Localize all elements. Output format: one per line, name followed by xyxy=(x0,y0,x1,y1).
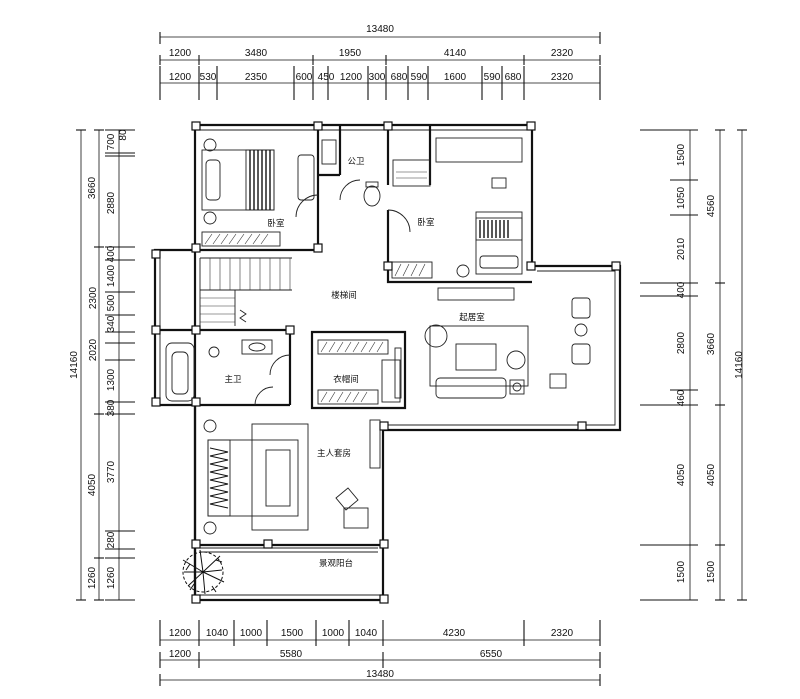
right-dim2-1500b: 1500 xyxy=(676,560,687,583)
living-room: 起居室 xyxy=(394,287,591,399)
master-bath: 主卫 xyxy=(165,339,291,406)
top-dim2-600: 600 xyxy=(296,72,313,83)
left-dim-700: 700 xyxy=(106,133,117,150)
top-dim2-680b: 680 xyxy=(505,72,522,83)
bottom-dim-2320: 2320 xyxy=(551,628,574,639)
top-dim-2320: 2320 xyxy=(551,48,574,59)
left-dim-1300: 1300 xyxy=(106,368,117,391)
columns xyxy=(151,121,621,604)
right-dim-4560: 4560 xyxy=(706,194,717,217)
master-suite: 主人套房 xyxy=(203,419,381,535)
closet: 衣帽间 xyxy=(317,339,401,405)
left-dim-400: 400 xyxy=(106,245,117,262)
bottom-dim-1500: 1500 xyxy=(281,628,304,639)
left-dim-380: 380 xyxy=(106,399,117,416)
right-dim2-2010: 2010 xyxy=(676,237,687,260)
closet-label: 衣帽间 xyxy=(333,374,359,384)
right-dim2-2800: 2800 xyxy=(676,331,687,354)
living-room-label: 起居室 xyxy=(459,312,485,322)
top-dimensions: 13480 1200 3480 1950 4140 2320 1200 530 … xyxy=(159,24,601,100)
stair-hall-label: 楼梯间 xyxy=(331,290,357,300)
top-dim2-530: 530 xyxy=(200,72,217,83)
top-dim-3480: 3480 xyxy=(245,48,268,59)
top-dim-4140: 4140 xyxy=(444,48,467,59)
left-dim-80: 80 xyxy=(118,129,129,141)
balcony-label: 景观阳台 xyxy=(319,558,353,568)
left-dim-1400: 1400 xyxy=(106,264,117,287)
top-dim2-590: 590 xyxy=(411,72,428,83)
top-dim2-680: 680 xyxy=(391,72,408,83)
master-bath-label: 主卫 xyxy=(224,374,242,384)
stair-hall: 楼梯间 xyxy=(199,257,357,326)
right-dim-4050: 4050 xyxy=(706,463,717,486)
bottom-dim-1040b: 1040 xyxy=(355,628,378,639)
bedroom-2: 卧室 xyxy=(387,137,523,279)
left-dim-500: 500 xyxy=(106,294,117,311)
bottom-dim2-1200: 1200 xyxy=(169,649,192,660)
bottom-dim-1000b: 1000 xyxy=(322,628,345,639)
left-dim-3660: 3660 xyxy=(87,176,98,199)
bottom-dimensions: 1200 1040 1000 1500 1000 1040 4230 2320 … xyxy=(159,620,601,686)
bottom-dim-1040: 1040 xyxy=(206,628,229,639)
right-dim2-460: 460 xyxy=(676,389,687,406)
bottom-dim-4230: 4230 xyxy=(443,628,466,639)
bottom-dim2-6550: 6550 xyxy=(480,649,503,660)
right-dim2-1050: 1050 xyxy=(676,186,687,209)
top-dim2-1600: 1600 xyxy=(444,72,467,83)
bottom-dim-1200: 1200 xyxy=(169,628,192,639)
top-dim2-300: 300 xyxy=(369,72,386,83)
top-dim-1200: 1200 xyxy=(169,48,192,59)
bedroom-1-label: 卧室 xyxy=(267,218,285,228)
right-dim-3660: 3660 xyxy=(706,332,717,355)
left-dim-1260b: 1260 xyxy=(106,566,117,589)
top-dim2-450: 450 xyxy=(318,72,335,83)
right-dim2-4050: 4050 xyxy=(676,463,687,486)
bedroom-2-label: 卧室 xyxy=(417,217,435,227)
right-dim2-1500: 1500 xyxy=(676,143,687,166)
right-dim2-400: 400 xyxy=(676,281,687,298)
top-dim-1950: 1950 xyxy=(339,48,362,59)
top-dim2-2350: 2350 xyxy=(245,72,268,83)
top-total-dim: 13480 xyxy=(366,24,394,35)
left-dim-2020: 2020 xyxy=(88,338,99,361)
right-total-dim: 14160 xyxy=(734,351,745,379)
top-dim2-2320: 2320 xyxy=(551,72,574,83)
left-dim-340: 340 xyxy=(106,315,117,332)
bottom-dim2-5580: 5580 xyxy=(280,649,303,660)
left-dim-4050: 4050 xyxy=(87,473,98,496)
left-dim-2880: 2880 xyxy=(106,191,117,214)
bottom-total-dim: 13480 xyxy=(366,669,394,680)
public-bath-label: 公卫 xyxy=(347,156,365,166)
bedroom-1: 卧室 xyxy=(201,138,319,247)
right-dim-1500: 1500 xyxy=(706,560,717,583)
public-bath: 公卫 xyxy=(321,139,381,207)
walls xyxy=(153,123,622,602)
left-dim-2300: 2300 xyxy=(88,286,99,309)
left-dim-280: 280 xyxy=(106,531,117,548)
top-dim2-1200: 1200 xyxy=(169,72,192,83)
left-total-dim: 14160 xyxy=(69,351,80,379)
top-dim2-590b: 590 xyxy=(484,72,501,83)
left-dim-3770: 3770 xyxy=(106,460,117,483)
top-dim2-1200b: 1200 xyxy=(340,72,363,83)
balcony: 景观阳台 xyxy=(182,547,383,596)
bottom-dim-1000: 1000 xyxy=(240,628,263,639)
left-dim-1260: 1260 xyxy=(87,566,98,589)
master-suite-label: 主人套房 xyxy=(317,448,351,458)
left-dimensions: 14160 3660 4050 1260 700 80 2880 400 230… xyxy=(69,129,135,601)
tree-icon xyxy=(182,549,225,595)
right-dimensions: 14160 4560 3660 4050 1500 1500 1050 2010… xyxy=(640,129,747,601)
